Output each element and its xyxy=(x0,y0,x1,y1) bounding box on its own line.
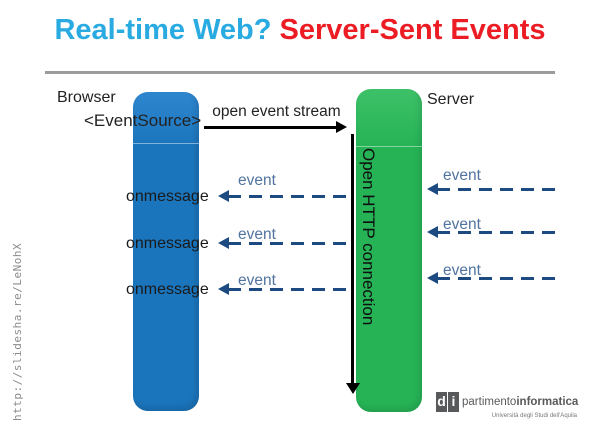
server-label: Server xyxy=(427,91,475,108)
event-arrow-dashed-line xyxy=(437,231,558,234)
onmessage-label: onmessage xyxy=(126,235,209,252)
open-http-connection-label: Open HTTP connection xyxy=(359,148,378,326)
event-arrow-dashed-line xyxy=(437,277,558,280)
logo-name: partimentoinformatica xyxy=(462,392,578,412)
open-stream-arrow-line xyxy=(204,126,337,129)
open-stream-arrowhead-icon xyxy=(336,121,347,133)
title-left-part: Real-time Web? xyxy=(54,14,280,46)
http-connection-timeline-line xyxy=(351,134,354,384)
logo-letter-box: d xyxy=(436,392,447,412)
event-arrowhead-icon xyxy=(218,283,229,295)
event-arrowhead-icon xyxy=(427,183,438,195)
event-arrow-dashed-line xyxy=(437,188,558,191)
event-arrow-dashed-line xyxy=(228,242,348,245)
event-label: event xyxy=(238,226,276,243)
slideshare-url: http://slidesha.re/LeNohX xyxy=(11,242,24,421)
event-label: event xyxy=(443,262,481,279)
event-label: event xyxy=(443,167,481,184)
logo-letter-box: i xyxy=(448,392,459,412)
title-divider xyxy=(45,71,555,74)
event-arrowhead-icon xyxy=(427,272,438,284)
event-arrow-dashed-line xyxy=(228,195,348,198)
event-arrow-dashed-line xyxy=(228,288,348,291)
onmessage-label: onmessage xyxy=(126,188,209,205)
server-bar-cap-line xyxy=(356,146,422,147)
eventsource-label: <EventSource> xyxy=(84,111,202,130)
event-label: event xyxy=(443,216,481,233)
logo-name-bold: informatica xyxy=(516,396,579,408)
open-event-stream-label: open event stream xyxy=(212,103,341,120)
title-right-part: Server-Sent Events xyxy=(279,14,546,46)
browser-lifeline-bar xyxy=(133,92,199,411)
http-connection-arrowhead-icon xyxy=(346,383,360,394)
browser-label: Browser xyxy=(57,89,116,106)
event-arrowhead-icon xyxy=(218,190,229,202)
event-arrowhead-icon xyxy=(427,226,438,238)
department-logo: d i partimentoinformatica Università deg… xyxy=(436,392,578,419)
event-arrowhead-icon xyxy=(218,237,229,249)
logo-subtitle: Università degli Studi dell'Aquila xyxy=(491,413,577,419)
onmessage-label: onmessage xyxy=(126,281,209,298)
browser-bar-cap-line xyxy=(133,143,199,144)
slide-title: Real-time Web? Server-Sent Events xyxy=(0,14,600,47)
logo-name-regular: partimento xyxy=(462,396,517,408)
event-label: event xyxy=(238,172,276,189)
server-lifeline-bar xyxy=(356,89,422,412)
event-label: event xyxy=(238,272,276,289)
